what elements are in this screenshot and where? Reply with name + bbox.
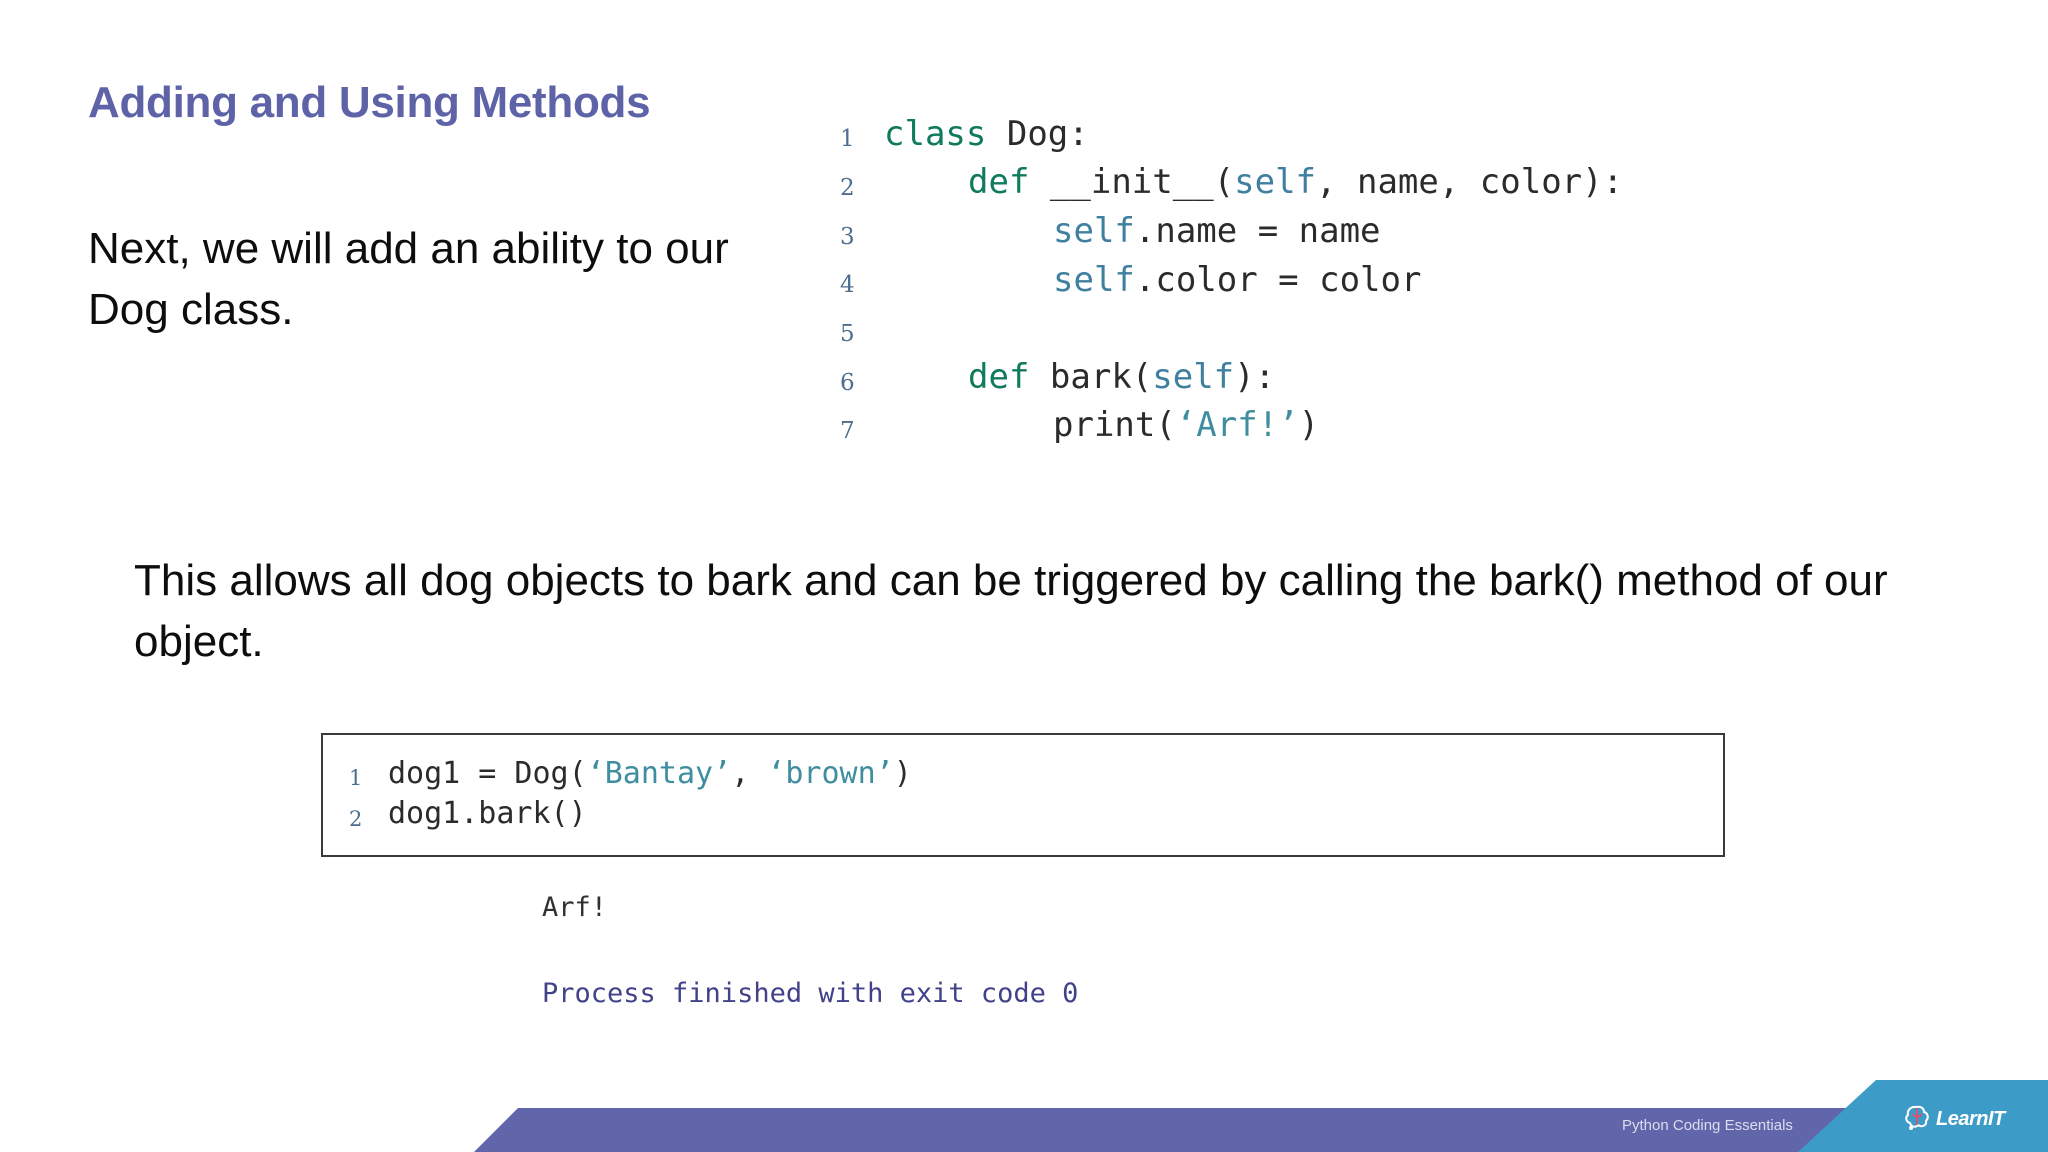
code-line: class Dog: — [884, 114, 1089, 154]
footer-course-name: Python Coding Essentials — [1622, 1117, 1793, 1134]
line-number: 1 — [349, 766, 363, 790]
code-text: ) — [1298, 405, 1320, 445]
brand-logo: LearnIT — [1902, 1102, 2005, 1136]
line-number: 4 — [840, 272, 855, 298]
line-number: 3 — [840, 224, 855, 250]
code-text: dog1.bark() — [388, 796, 587, 831]
intro-text: Next, we will add an ability to our Dog … — [88, 224, 729, 334]
line-number: 7 — [840, 418, 855, 444]
code-text: print( — [1053, 405, 1176, 445]
code-text: .name = name — [1134, 211, 1381, 251]
line-number: 6 — [840, 370, 855, 396]
self-token: self — [1053, 211, 1135, 251]
keyword: class — [884, 114, 987, 154]
code-line: print(‘Arf!’) — [1053, 405, 1319, 445]
string-literal: ‘brown’ — [767, 756, 894, 791]
code-line: def __init__(self, name, color): — [968, 162, 1623, 202]
string-literal: ‘Bantay’ — [586, 756, 732, 791]
keyword: def — [968, 357, 1030, 397]
output-line: Arf! — [542, 892, 608, 923]
self-token: self — [1053, 260, 1135, 300]
code-line: self.color = color — [1053, 260, 1421, 300]
code-text: ): — [1234, 357, 1276, 397]
line-number: 5 — [840, 321, 855, 347]
slide-title: Adding and Using Methods — [88, 78, 651, 127]
code-text: .color = color — [1134, 260, 1422, 300]
code-line: def bark(self): — [968, 357, 1275, 397]
code-line: self.name = name — [1053, 211, 1381, 251]
code-text: ) — [893, 756, 912, 791]
process-exit-line: Process finished with exit code 0 — [542, 978, 1079, 1009]
brand-name: LearnIT — [1936, 1107, 2005, 1130]
code-line: dog1.bark() — [388, 796, 587, 831]
code-text: Dog: — [1006, 114, 1089, 154]
code-line: dog1 = Dog(‘Bantay’, ‘brown’) — [388, 756, 912, 791]
code-text: dog1 = Dog( — [388, 756, 587, 791]
call-code-box: 1 2 dog1 = Dog(‘Bantay’, ‘brown’) dog1.b… — [321, 733, 1725, 857]
self-token: self — [1234, 162, 1317, 202]
footer-band — [474, 1108, 1874, 1152]
code-text: , — [731, 756, 768, 791]
keyword: def — [968, 162, 1030, 202]
string-literal: ‘Arf!’ — [1175, 405, 1299, 445]
code-text: bark( — [1049, 357, 1153, 397]
code-text: , name, color): — [1316, 162, 1624, 202]
brain-icon — [1902, 1102, 1932, 1137]
code-text: __init__( — [1049, 162, 1235, 202]
explanation-text: This allows all dog objects to bark and … — [134, 556, 1888, 666]
line-number: 2 — [840, 175, 855, 201]
line-number: 1 — [840, 126, 855, 152]
self-token: self — [1152, 357, 1235, 397]
line-number: 2 — [349, 807, 363, 831]
